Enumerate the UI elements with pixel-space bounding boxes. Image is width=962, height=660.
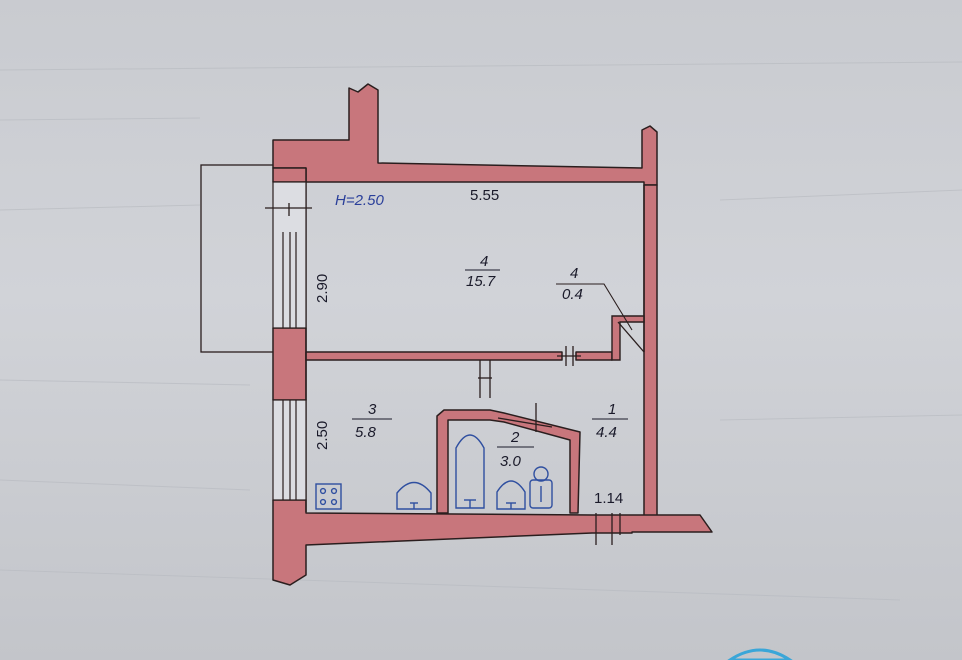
left-wall-top — [272, 167, 307, 183]
room-area-1: 4.4 — [596, 424, 617, 441]
room-number-4-closet: 4 — [570, 265, 578, 282]
dimension-top-width: 5.55 — [470, 187, 499, 204]
labels: H=2.50 5.55 2.90 2.50 1.14 4 15.7 4 0.4 … — [314, 187, 628, 507]
room-area-4-closet: 0.4 — [562, 286, 583, 303]
bathroom-walls — [436, 409, 581, 514]
bottom-wall — [272, 499, 713, 586]
dimension-room3-height: 2.50 — [314, 421, 331, 450]
room-outlines — [305, 182, 645, 512]
room-area-2: 3.0 — [500, 453, 522, 470]
dimension-corridor-width: 1.14 — [594, 490, 623, 507]
room-area-4: 15.7 — [466, 273, 496, 290]
bathtub-icon — [455, 434, 485, 509]
paper-texture — [0, 61, 962, 601]
stove-icon — [315, 483, 342, 510]
kitchen-sink-icon — [396, 481, 432, 510]
dimension-room4-height: 2.90 — [314, 274, 331, 303]
room-number-1: 1 — [608, 401, 616, 418]
balcony — [200, 164, 275, 353]
closet-leader — [556, 283, 633, 331]
right-wall — [643, 184, 658, 519]
windows — [272, 181, 307, 501]
walls — [272, 83, 713, 586]
left-wall-pier — [272, 327, 307, 401]
foreground-object — [727, 648, 793, 660]
ceiling-height-label: H=2.50 — [335, 192, 384, 209]
room-number-3: 3 — [368, 401, 377, 418]
room-number-4: 4 — [480, 253, 488, 270]
room-area-3: 5.8 — [355, 424, 377, 441]
partition-right-piece — [575, 351, 613, 361]
fixtures — [315, 434, 553, 510]
middle-partition — [305, 351, 563, 361]
washbasin-icon — [496, 480, 526, 510]
toilet-icon — [529, 479, 553, 509]
top-wall — [272, 83, 658, 186]
door-marks — [265, 203, 645, 545]
room-number-2: 2 — [510, 429, 520, 446]
